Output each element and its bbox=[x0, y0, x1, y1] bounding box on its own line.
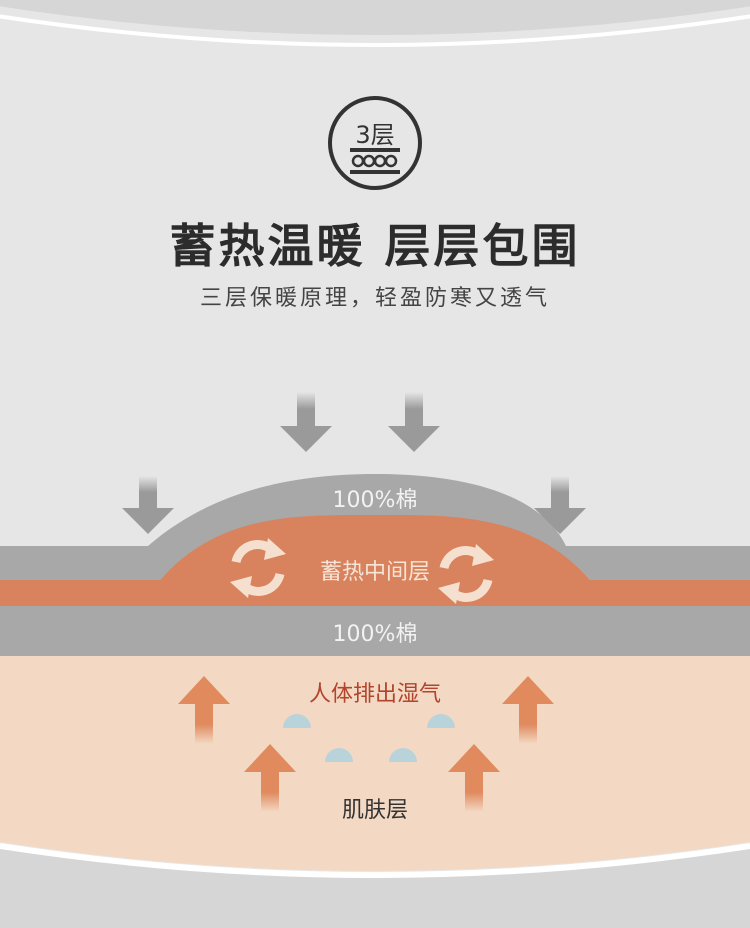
skin-area bbox=[0, 656, 750, 871]
moisture-arrow-up-icon bbox=[448, 744, 500, 812]
moisture-arrow-up-icon bbox=[178, 676, 230, 744]
top-frame-line bbox=[0, 14, 750, 47]
cold-arrow-down-icon bbox=[122, 476, 174, 534]
moisture-label: 人体排出湿气 bbox=[308, 682, 441, 707]
moisture-droplet bbox=[325, 748, 353, 762]
bottom-cotton-layer bbox=[0, 606, 750, 656]
heat-storage-layer bbox=[0, 514, 750, 606]
bottom-frame-arc bbox=[0, 846, 750, 928]
moisture-droplet bbox=[283, 714, 311, 728]
moisture-arrow-up-icon bbox=[502, 676, 554, 744]
skin-layer-label: 肌肤层 bbox=[341, 798, 408, 823]
middle-layer-label: 蓄热中间层 bbox=[319, 560, 430, 585]
bottom-layer-label: 100%棉 bbox=[332, 622, 418, 647]
three-layer-badge: 3层 bbox=[328, 96, 422, 190]
moisture-droplet bbox=[389, 748, 417, 762]
bottom-frame-line bbox=[0, 843, 750, 878]
page-subtitle: 三层保暖原理，轻盈防寒又透气 bbox=[199, 286, 550, 311]
badge-label: 3层 bbox=[355, 121, 395, 149]
page-title: 蓄热温暖 层层包围 bbox=[169, 219, 581, 273]
layers-icon bbox=[350, 148, 400, 174]
top-layer-label: 100%棉 bbox=[332, 488, 418, 513]
circulation-icon-right bbox=[438, 544, 494, 604]
cold-arrow-down-icon bbox=[534, 476, 586, 534]
moisture-arrow-up-icon bbox=[244, 744, 296, 812]
cold-arrow-down-icon bbox=[388, 392, 440, 452]
moisture-droplet bbox=[427, 714, 455, 728]
top-frame-arc bbox=[0, 0, 750, 35]
top-cotton-layer bbox=[0, 474, 750, 580]
cold-arrow-down-icon bbox=[280, 392, 332, 452]
circulation-icon-left bbox=[230, 538, 286, 598]
